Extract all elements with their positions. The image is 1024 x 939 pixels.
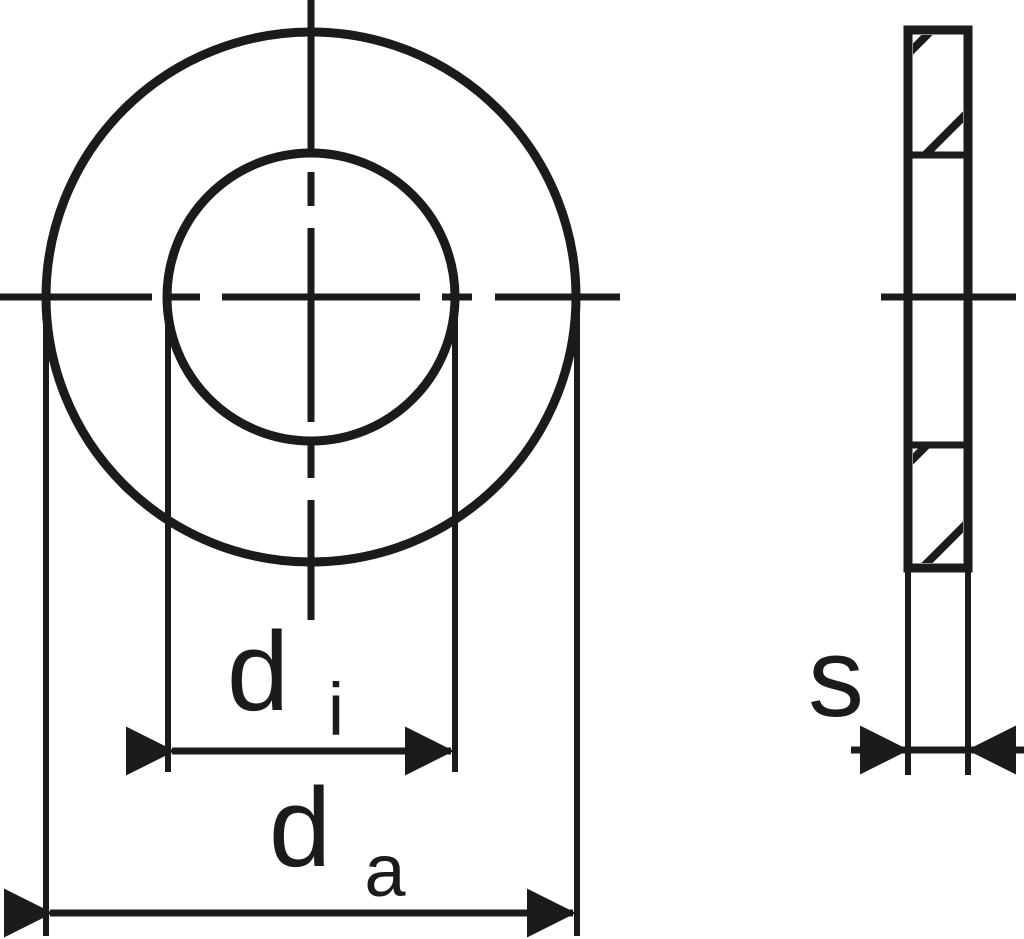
inner-diameter-dimension: d i [125,300,458,776]
front-view-group [0,0,620,620]
thickness-label: s [808,615,864,740]
thickness-dimension: s [808,560,1024,775]
side-section-view-group [881,25,1016,573]
inner-diameter-label-subscript: i [328,668,344,751]
inner-diameter-label: d [227,609,289,734]
outer-diameter-dimension: d a [3,300,580,938]
washer-inner-circle [162,148,460,446]
section-hatching [913,35,963,563]
outer-diameter-label-subscript: a [364,829,406,912]
outer-diameter-label: d [269,765,331,890]
washer-outer-circle [41,27,581,567]
